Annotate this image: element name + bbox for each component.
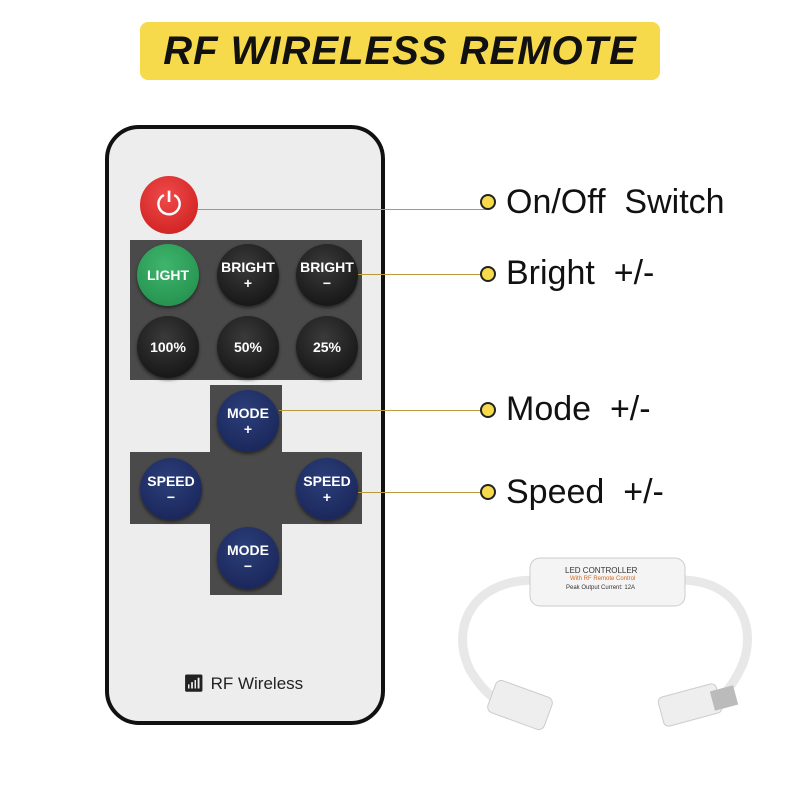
button-label: 50% bbox=[233, 339, 263, 355]
50-percent-button[interactable]: 50% bbox=[217, 316, 279, 378]
callout-dot bbox=[480, 402, 496, 418]
callout-dot bbox=[480, 266, 496, 282]
title-banner: RF WIRELESS REMOTE bbox=[140, 22, 660, 80]
callout-line bbox=[279, 410, 486, 411]
callout-speed: Speed +/- bbox=[506, 473, 664, 511]
button-sign: + bbox=[322, 489, 332, 505]
brand-label: RF Wireless bbox=[210, 674, 304, 693]
button-sign: + bbox=[243, 421, 253, 437]
power-icon: ⏻ bbox=[156, 186, 182, 222]
25-percent-button[interactable]: 25% bbox=[296, 316, 358, 378]
button-label: BRIGHT bbox=[300, 259, 354, 275]
bright-plus-button[interactable]: BRIGHT+ bbox=[217, 244, 279, 306]
controller-label-2: With RF Remote Control bbox=[570, 576, 636, 582]
button-label: LIGHT bbox=[147, 267, 189, 283]
speed-minus-button[interactable]: SPEED− bbox=[140, 458, 202, 520]
wifi-icon: 📶︎ bbox=[183, 674, 205, 693]
button-sign: − bbox=[322, 275, 332, 291]
controller-label-3: Peak Output Current: 12A bbox=[566, 585, 636, 591]
power-button[interactable]: ⏻ bbox=[140, 176, 198, 234]
controller-label-1: LED CONTROLLER bbox=[565, 566, 638, 575]
button-label: SPEED bbox=[303, 473, 351, 489]
rf-wireless-brand: 📶︎ RF Wireless bbox=[183, 674, 303, 694]
callout-line bbox=[198, 209, 486, 210]
100-percent-button[interactable]: 100% bbox=[137, 316, 199, 378]
mode-plus-button[interactable]: MODE+ bbox=[217, 390, 279, 452]
callout-bright: Bright +/- bbox=[506, 254, 655, 292]
button-label: SPEED bbox=[147, 473, 195, 489]
button-sign: + bbox=[243, 275, 253, 291]
mode-minus-button[interactable]: MODE− bbox=[217, 527, 279, 589]
button-label: MODE bbox=[227, 542, 269, 558]
callout-on-off: On/Off Switch bbox=[506, 183, 725, 221]
light-button[interactable]: LIGHT bbox=[137, 244, 199, 306]
bright-minus-button[interactable]: BRIGHT− bbox=[296, 244, 358, 306]
button-sign: − bbox=[166, 489, 176, 505]
callout-line bbox=[358, 492, 486, 493]
button-label: 100% bbox=[150, 339, 186, 355]
callout-dot bbox=[480, 194, 496, 210]
callout-line bbox=[358, 274, 486, 275]
button-label: MODE bbox=[227, 405, 269, 421]
button-sign: − bbox=[243, 558, 253, 574]
led-controller-image bbox=[458, 557, 752, 731]
callout-dot bbox=[480, 484, 496, 500]
speed-plus-button[interactable]: SPEED+ bbox=[296, 458, 358, 520]
button-label: 25% bbox=[312, 339, 342, 355]
button-label: BRIGHT bbox=[221, 259, 275, 275]
callout-mode: Mode +/- bbox=[506, 390, 651, 428]
